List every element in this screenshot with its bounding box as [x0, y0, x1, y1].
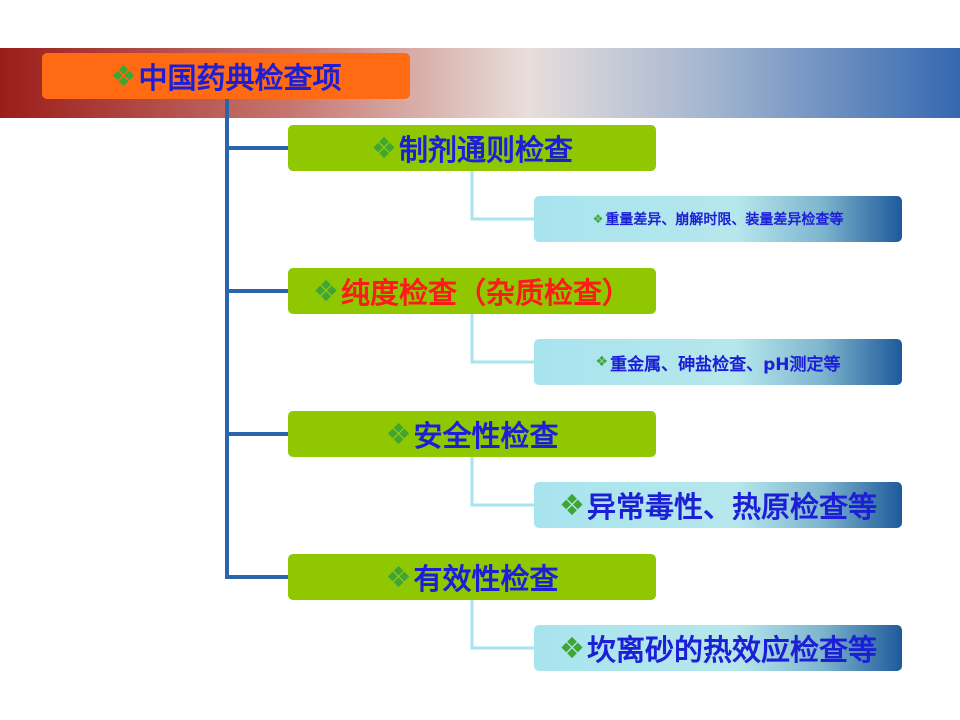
category-node-efficacy: ❖ 有效性检查 — [288, 554, 656, 600]
diamond-bullet-icon: ❖ — [110, 59, 137, 93]
sub-connector-2 — [470, 314, 536, 364]
category-label: 纯度检查（杂质检查） — [340, 276, 631, 310]
category-label: 制剂通则检查 — [398, 133, 573, 167]
root-label: 中国药典检查项 — [138, 61, 342, 95]
detail-label: 坎离砂的热效应检查等 — [586, 633, 877, 667]
diamond-bullet-icon: ❖ — [385, 417, 412, 451]
detail-node-safety: ❖ 异常毒性、热原检查等 — [534, 482, 902, 528]
diamond-bullet-icon: ❖ — [385, 560, 412, 594]
diamond-bullet-icon: ❖ — [312, 274, 339, 308]
detail-label: 异常毒性、热原检查等 — [586, 490, 877, 524]
category-node-safety: ❖ 安全性检查 — [288, 411, 656, 457]
sub-connector-1 — [470, 171, 536, 221]
diamond-bullet-icon: ❖ — [558, 488, 585, 522]
diamond-bullet-icon: ❖ — [558, 631, 585, 665]
diamond-bullet-icon: ❖ — [592, 212, 604, 226]
detail-label: 重金属、砷盐检查、pH测定等 — [610, 354, 841, 375]
detail-node-purity: ❖ 重金属、砷盐检查、pH测定等 — [534, 339, 902, 385]
detail-node-efficacy: ❖ 坎离砂的热效应检查等 — [534, 625, 902, 671]
sub-connector-4 — [470, 600, 536, 650]
category-node-purity: ❖ 纯度检查（杂质检查） — [288, 268, 656, 314]
diamond-bullet-icon: ❖ — [595, 354, 609, 370]
diamond-bullet-icon: ❖ — [370, 131, 397, 165]
detail-node-formulation: ❖ 重量差异、崩解时限、装量差异检查等 — [534, 196, 902, 242]
category-label: 安全性检查 — [413, 419, 559, 453]
category-label: 有效性检查 — [413, 562, 559, 596]
sub-connector-3 — [470, 457, 536, 507]
detail-label: 重量差异、崩解时限、装量差异检查等 — [605, 212, 844, 228]
root-node: ❖ 中国药典检查项 — [42, 53, 410, 99]
category-node-formulation: ❖ 制剂通则检查 — [288, 125, 656, 171]
